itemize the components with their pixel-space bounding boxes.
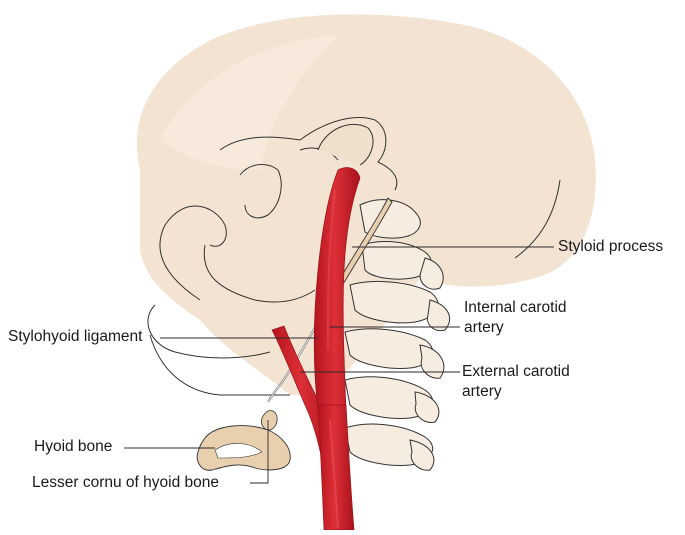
lesser-cornu [261, 411, 277, 430]
label-internal-carotid-2: artery [464, 318, 504, 337]
label-hyoid-bone: Hyoid bone [34, 437, 112, 456]
label-external-carotid-1: External carotid [462, 362, 570, 381]
label-external-carotid-2: artery [462, 382, 502, 401]
label-lesser-cornu: Lesser cornu of hyoid bone [32, 473, 219, 492]
label-stylohyoid-ligament: Stylohyoid ligament [8, 327, 142, 346]
label-styloid-process: Styloid process [558, 237, 663, 256]
label-internal-carotid-1: Internal carotid [464, 298, 567, 317]
